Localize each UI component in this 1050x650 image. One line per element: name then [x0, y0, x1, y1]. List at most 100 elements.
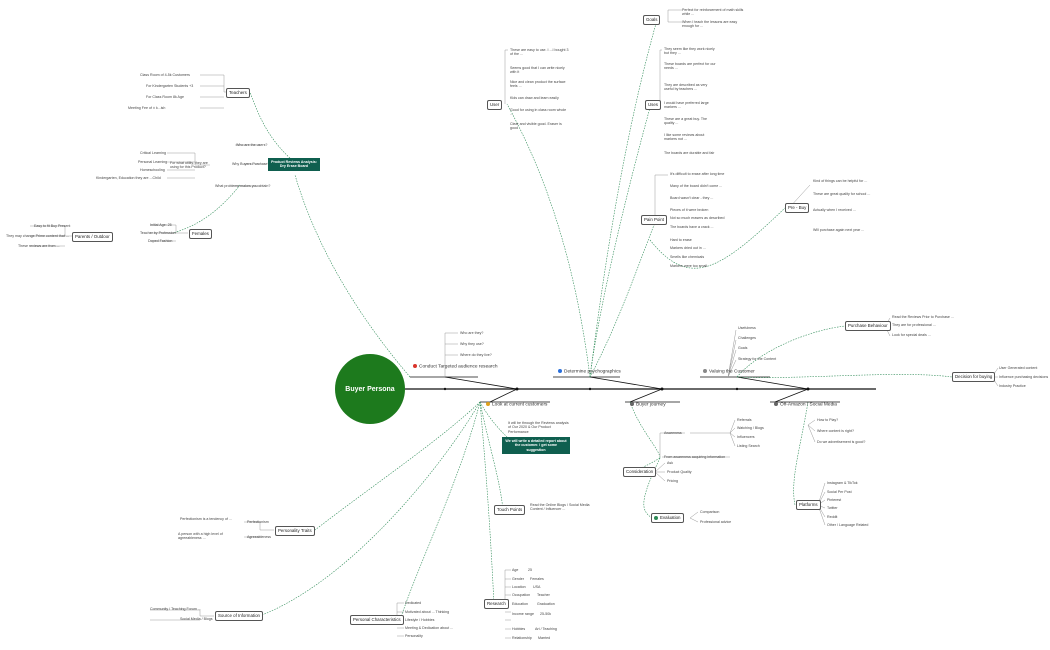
females-item[interactable]: Initial Age: 25: [150, 223, 172, 227]
social-item[interactable]: Where content is right?: [817, 429, 854, 433]
uses-item[interactable]: These are a great buy. The quality ...: [664, 117, 708, 126]
valuing-item[interactable]: Strategy for the Content: [738, 357, 777, 361]
pain-item[interactable]: Smells like chemicals: [670, 255, 705, 259]
research-field[interactable]: Location: [512, 585, 526, 589]
platform-item[interactable]: Other / Language Related: [827, 523, 869, 527]
valuing-item[interactable]: Goals: [738, 346, 748, 350]
evaluation-item[interactable]: Professional advice: [700, 520, 732, 524]
research-field[interactable]: Gender: [512, 577, 524, 581]
research-node[interactable]: Research: [484, 599, 509, 609]
uses-item[interactable]: They are described as very useful by tea…: [664, 83, 708, 92]
teachers-item[interactable]: Class Room of 4-5k Customers: [140, 73, 190, 77]
prebuy-item[interactable]: These are great quality for school ...: [813, 192, 871, 196]
user-item[interactable]: Good for using in class room whole ...: [510, 108, 567, 117]
pain-item[interactable]: Markers dried out in ...: [670, 246, 706, 250]
utility-item[interactable]: Critical Learning: [140, 151, 166, 155]
awareness-item[interactable]: Influencers: [737, 435, 755, 439]
social-item[interactable]: Do we advertisement is good?: [817, 440, 866, 444]
pain-item[interactable]: It's difficult to erase after long time: [670, 172, 725, 176]
utility-item[interactable]: Homeschooling: [140, 168, 165, 172]
research-why[interactable]: Why they use?: [460, 342, 484, 346]
uses-item[interactable]: These boards are perfect for our needs .…: [664, 62, 716, 71]
research-value[interactable]: Graduation: [537, 602, 555, 606]
root-node[interactable]: Buyer Persona: [335, 354, 405, 424]
platform-item[interactable]: Pinterest: [827, 498, 842, 502]
pain-item[interactable]: Not so much erasers as described: [670, 216, 725, 220]
uses-item[interactable]: I would have preferred large markers ...: [664, 101, 709, 110]
research-value[interactable]: Females: [530, 577, 544, 581]
awareness-item[interactable]: Referrals: [737, 418, 752, 422]
product-review-note[interactable]: Product Reviews Analysis: Dry Erase Boar…: [268, 158, 320, 171]
prebuy-item[interactable]: Kind of things can be helpful for ...: [813, 179, 868, 183]
decision-item[interactable]: User Generated content: [999, 366, 1038, 370]
awareness-item[interactable]: Watching / Blogs: [737, 426, 764, 430]
females-node[interactable]: Females: [189, 229, 212, 239]
females-item[interactable]: Teacher by Profession: [140, 231, 176, 235]
research-value[interactable]: USA: [533, 585, 541, 589]
branch-buyer-journey[interactable]: Buyer journey: [630, 402, 666, 408]
platform-item[interactable]: Twitter: [827, 506, 838, 510]
goals-item[interactable]: Perfect for reinforcement of math skills…: [682, 8, 744, 17]
branch-valuing[interactable]: Valuing the Customer: [703, 369, 755, 375]
purchase-behaviour-node[interactable]: Purchase Behaviour: [845, 321, 891, 331]
current-customers-text[interactable]: It will be through the Reviews analysis …: [508, 421, 569, 434]
awareness-stage[interactable]: Awareness: [664, 431, 682, 435]
personal-characteristics-node[interactable]: Personal Characteristics: [350, 615, 404, 625]
uses-item[interactable]: I like some reviews about markers not ..…: [664, 133, 705, 142]
research-field[interactable]: Age: [512, 568, 519, 572]
pain-item[interactable]: Hard to erase: [670, 238, 692, 242]
touch-points-text[interactable]: Read the Online Blogs / Social Media Con…: [530, 503, 590, 512]
problems-question[interactable]: What problems makes you obtain?: [215, 184, 271, 188]
valuing-item[interactable]: Challenges: [738, 336, 756, 340]
decision-buying-node[interactable]: Decision for buying: [952, 372, 996, 382]
teachers-item[interactable]: For Kindergarten Students +3: [146, 84, 194, 88]
pain-item[interactable]: Board wasn't clear - they ...: [670, 196, 714, 200]
evaluation-node[interactable]: Evaluation: [651, 513, 684, 523]
touch-points-node[interactable]: Touch Points: [494, 505, 526, 515]
user-item[interactable]: These are easy to use. I ...I bought 3 o…: [510, 48, 569, 57]
females-item[interactable]: Doped Fashion: [148, 239, 173, 243]
branch-research[interactable]: Conduct Targeted audience research: [413, 364, 498, 370]
valuing-item[interactable]: Usefulness: [738, 326, 756, 330]
source-info-node[interactable]: Source of Information: [215, 611, 263, 621]
pain-item[interactable]: The boards have a crack ...: [670, 225, 714, 229]
evaluation-item[interactable]: Comparison: [700, 510, 720, 514]
research-value[interactable]: 25: [528, 568, 532, 572]
awareness-item[interactable]: Listing Search: [737, 444, 760, 448]
pain-item[interactable]: Many of the board didn't come ...: [670, 184, 723, 188]
personal-item[interactable]: Meeting & Dedication about ...: [405, 626, 454, 630]
purchase-item[interactable]: Read the Reviews Prior to Purchase ...: [892, 315, 954, 319]
research-value[interactable]: 25-50k: [540, 612, 551, 616]
research-value[interactable]: Teacher: [537, 593, 550, 597]
parents-item[interactable]: They may change Prime content that ...: [6, 234, 69, 238]
user-item[interactable]: Seems good that I can write nicely with …: [510, 66, 565, 75]
user-item[interactable]: Clear and visible good. Eraser is good: [510, 122, 562, 131]
research-who[interactable]: Who are they?: [460, 331, 484, 335]
personality-b-text[interactable]: A person with a high level of agreeablen…: [178, 532, 223, 541]
purchase-item[interactable]: They are for professional ...: [892, 323, 936, 327]
branch-current-customers[interactable]: Look at current customers: [486, 402, 547, 408]
pre-buy-node[interactable]: Pre - Buy: [785, 203, 810, 213]
user-node[interactable]: User: [487, 100, 503, 110]
research-value[interactable]: Art / Teaching: [535, 627, 557, 631]
research-field[interactable]: Hobbies: [512, 627, 526, 631]
platform-item[interactable]: Social Per Post: [827, 490, 852, 494]
research-value[interactable]: Married: [538, 636, 551, 640]
branch-psychographics[interactable]: Determine psychographics: [558, 369, 621, 375]
uses-item[interactable]: The boards are durable and fair: [664, 151, 715, 155]
awareness-info-text[interactable]: From awareness acquiring information: [664, 455, 726, 459]
research-field[interactable]: Income range: [512, 612, 534, 616]
user-item[interactable]: Nice and clean product the surface feels…: [510, 80, 566, 89]
research-where[interactable]: Where do they live?: [460, 353, 492, 357]
personal-item[interactable]: Dedicated: [405, 601, 422, 605]
personal-item[interactable]: Motivated about ... Thinking: [405, 610, 450, 614]
prebuy-item[interactable]: Actually when I received ...: [813, 208, 856, 212]
goals-item[interactable]: When I teach the lessons are easy enough…: [682, 20, 738, 29]
personality-b[interactable]: Agreeableness: [247, 535, 271, 539]
uses-node[interactable]: Uses: [645, 100, 662, 110]
report-note[interactable]: We will write a detailed report about th…: [502, 437, 570, 455]
decision-item[interactable]: Industry Practice: [999, 384, 1026, 388]
utility-item[interactable]: Kindergarten, Education they are ...Chil…: [96, 176, 161, 180]
consideration-item[interactable]: Pricing: [667, 479, 678, 483]
parents-item[interactable]: Easy to fit Buy Present: [34, 224, 71, 228]
